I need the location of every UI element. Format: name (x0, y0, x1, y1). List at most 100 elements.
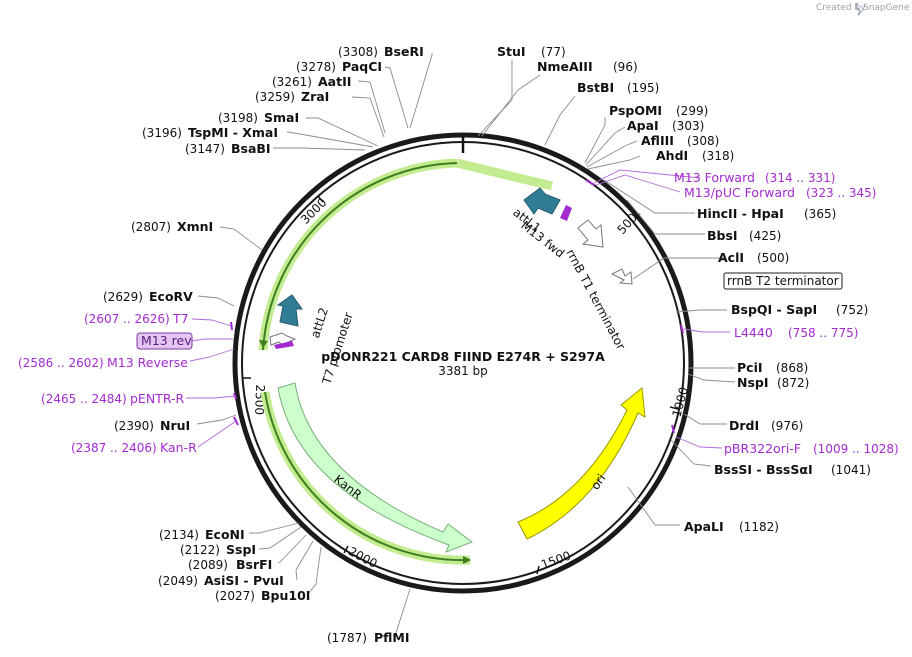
enzyme-label-AsiSI-PvuI[interactable]: (2049) AsiSI - PvuI (158, 573, 284, 588)
enzyme-label-Bpu10I[interactable]: (2027) Bpu10I (215, 588, 310, 603)
primer-label-t7[interactable]: (2607 .. 2626) T7 (84, 311, 189, 326)
enzyme-label-PciI[interactable]: PciI (868) (737, 360, 808, 375)
primer-range-pbr322ori-f: (1009 .. 1028) (813, 442, 899, 456)
primer-label-kan-r[interactable]: (2387 .. 2406) Kan-R (71, 440, 197, 455)
attL2-feature[interactable] (276, 294, 303, 327)
enzyme-label-BssSI-BssSaI[interactable]: BssSI - BssSαI (1041) (714, 462, 871, 477)
enzyme-pos-PaqCI: (3278) (296, 60, 336, 74)
enzyme-label-BspQI-SapI[interactable]: BspQI - SapI (752) (731, 302, 868, 317)
enzyme-label-XmnI[interactable]: (2807) XmnI (131, 219, 213, 234)
enzyme-pos-SmaI: (3198) (218, 111, 258, 125)
enzyme-name-Bpu10I: Bpu10I (261, 588, 310, 603)
enzyme-label-NmeAIII[interactable]: NmeAIII (96) (537, 59, 638, 74)
enzyme-pos-BsrFI: (2089) (188, 558, 228, 572)
enzyme-label-ApaI[interactable]: ApaI (303) (627, 118, 704, 133)
kanR-feature[interactable] (277, 382, 474, 553)
primer-marker-pbr322ori (671, 424, 675, 434)
m13-rev-small-feature[interactable] (274, 341, 294, 349)
enzyme-name-NmeAIII: NmeAIII (537, 59, 593, 74)
scale-ticks: 500 1000 1500 2000 2500 3000 (243, 195, 691, 575)
primer-label-l4440[interactable]: L4440 (758 .. 775) (734, 325, 858, 340)
enzyme-label-AatII[interactable]: (3261) AatII (272, 74, 351, 89)
enzyme-pos-ApaLI: (1182) (739, 520, 779, 534)
enzyme-name-BsaBI: BsaBI (231, 141, 271, 156)
primer-label-m13-reverse[interactable]: (2586 .. 2602) M13 Reverse (18, 355, 188, 370)
enzyme-label-DrdI[interactable]: DrdI (976) (729, 418, 803, 433)
enzyme-label-TspMI-XmaI[interactable]: (3196) TspMI - XmaI (142, 125, 278, 140)
highlight-arc-lower-head (463, 556, 471, 564)
feature-label-rrnB-t2: rrnB T2 terminator (727, 274, 839, 288)
m13-fwd-feature[interactable] (560, 205, 572, 221)
enzyme-pos-BssSI-BssSaI: (1041) (831, 463, 871, 477)
highlight-arc-lower-line (264, 391, 471, 562)
primer-name-pbr322ori-f: pBR322ori-F (724, 441, 801, 456)
enzyme-label-NruI[interactable]: (2390) NruI (114, 418, 190, 433)
enzyme-name-EcoNI: EcoNI (205, 527, 245, 542)
brand-product: SnapGene (863, 3, 910, 13)
primer-labels: M13 Forward (314 .. 331) M13/pUC Forward… (18, 170, 899, 456)
primer-range-l4440: (758 .. 775) (788, 326, 858, 340)
primer-marker-t7 (230, 321, 233, 331)
enzyme-label-EcoRV[interactable]: (2629) EcoRV (103, 289, 193, 304)
enzyme-pos-AflIII: (308) (687, 134, 719, 148)
enzyme-label-PspOMI[interactable]: PspOMI (299) (609, 103, 708, 118)
primer-range-m13-forward: (314 .. 331) (765, 171, 835, 185)
enzyme-label-BsrFI[interactable]: (2089) BsrFI (188, 557, 272, 572)
primer-label-m13-rev-box[interactable]: M13 rev (136, 332, 193, 350)
attL1-feature[interactable] (523, 187, 561, 215)
enzyme-pos-AatII: (3261) (272, 75, 312, 89)
enzyme-name-EcoRV: EcoRV (149, 289, 193, 304)
enzyme-pos-PciI: (868) (776, 361, 808, 375)
enzyme-label-BbsI[interactable]: BbsI (425) (707, 228, 781, 243)
rrnB-t1-terminator-feature[interactable] (577, 219, 604, 248)
enzyme-label-SspI[interactable]: (2122) SspI (180, 542, 256, 557)
rrnB-t2-terminator-feature[interactable] (610, 268, 633, 285)
brand-created-by: Created by (816, 3, 866, 13)
enzyme-labels-right: StuI (77) NmeAIII (96) BstBI (195) PspOM… (497, 44, 871, 534)
enzyme-label-StuI[interactable]: StuI (77) (497, 44, 566, 59)
primer-label-m13-forward[interactable]: M13 Forward (314 .. 331) (674, 170, 835, 185)
primer-label-pentr-r[interactable]: (2465 .. 2484) pENTR-R (41, 391, 185, 406)
rrnB-t2-callout[interactable]: rrnB T2 terminator (632, 257, 843, 290)
enzyme-pos-TspMI-XmaI: (3196) (142, 126, 182, 140)
enzyme-label-BstBI[interactable]: BstBI (195) (577, 80, 659, 95)
enzyme-pos-StuI: (77) (541, 45, 566, 59)
enzyme-pos-Bpu10I: (2027) (215, 589, 255, 603)
enzyme-label-BseRI[interactable]: (3308) BseRI (338, 44, 424, 59)
enzyme-label-PaqCI[interactable]: (3278) PaqCI (296, 59, 382, 74)
snapgene-logo-icon (855, 2, 861, 16)
ori-feature[interactable] (517, 387, 646, 540)
primer-name-m13-puc-forward: M13/pUC Forward (684, 185, 795, 200)
tick-mark-1500 (536, 565, 540, 575)
tick-mark-3000 (317, 195, 324, 203)
enzyme-label-AflIII[interactable]: AflIII (308) (641, 133, 719, 148)
enzyme-name-SspI: SspI (226, 542, 256, 557)
rrnB-t2-leader (632, 257, 724, 280)
primer-leaders (186, 169, 730, 449)
enzyme-label-HincII-HpaI[interactable]: HincII - HpaI (365) (697, 206, 836, 221)
enzyme-label-PflMI[interactable]: (1787) PflMI (327, 630, 410, 645)
enzyme-label-SmaI[interactable]: (3198) SmaI (218, 110, 299, 125)
enzyme-name-StuI: StuI (497, 44, 526, 59)
enzyme-name-TspMI-XmaI: TspMI - XmaI (188, 125, 278, 140)
enzyme-label-ApaLI[interactable]: ApaLI (1182) (684, 519, 779, 534)
primer-range-m13-puc-forward: (323 .. 345) (806, 186, 876, 200)
primer-marker-m13-forward (585, 179, 595, 186)
primer-label-pbr322ori-f[interactable]: pBR322ori-F (1009 .. 1028) (724, 441, 899, 456)
primer-label-m13-puc-forward[interactable]: M13/pUC Forward (323 .. 345) (684, 185, 876, 200)
enzyme-label-EcoNI[interactable]: (2134) EcoNI (159, 527, 245, 542)
enzyme-name-BssSI-BssSaI: BssSI - BssSαI (714, 462, 813, 477)
enzyme-label-AhdI[interactable]: AhdI (318) (656, 148, 734, 163)
enzyme-label-BsaBI[interactable]: (3147) BsaBI (185, 141, 271, 156)
enzyme-pos-NruI: (2390) (114, 419, 154, 433)
enzyme-label-AclI[interactable]: AclI (500) (718, 250, 789, 265)
enzyme-name-PciI: PciI (737, 360, 763, 375)
enzyme-label-ZraI[interactable]: (3259) ZraI (255, 89, 329, 104)
enzyme-name-PspOMI: PspOMI (609, 103, 662, 118)
enzyme-name-BspQI-SapI: BspQI - SapI (731, 302, 817, 317)
rrnB-t2-label-box (723, 272, 843, 290)
enzyme-name-BseRI: BseRI (384, 44, 424, 59)
enzyme-name-AhdI: AhdI (656, 148, 688, 163)
enzyme-label-NspI[interactable]: NspI (872) (737, 375, 809, 390)
